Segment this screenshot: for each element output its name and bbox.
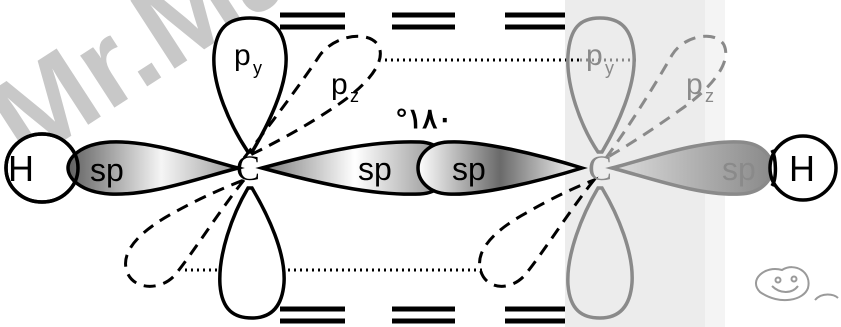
- right-h-label: H: [789, 148, 815, 189]
- right-h-sp-label: sp: [722, 151, 756, 187]
- right-pz-label: p: [686, 68, 703, 101]
- left-c-label: C: [236, 148, 260, 188]
- left-py-bottom-lobe: [218, 186, 286, 320]
- left-py-top-lobe: [212, 16, 288, 154]
- right-py-label: p: [586, 39, 603, 72]
- left-c-sp-label: sp: [358, 151, 392, 187]
- left-pz-label: p: [331, 68, 348, 101]
- right-h-s-orbital: [768, 134, 838, 202]
- right-c-sp-bond-lobe: [416, 140, 588, 196]
- left-h-sp-label: sp: [90, 152, 124, 188]
- right-pz-upper-lobe: [604, 34, 728, 160]
- left-py-subscript: y: [253, 58, 262, 78]
- right-c-label: C: [588, 148, 612, 188]
- bottom-bond-lines: [280, 306, 565, 324]
- top-bond-lines: [280, 12, 565, 30]
- right-py-subscript: y: [605, 58, 614, 78]
- left-pz-subscript: z: [350, 86, 359, 106]
- left-h-label: H: [8, 148, 34, 189]
- left-h-sp-lobe: [66, 140, 245, 196]
- bond-angle-label: °١٨٠: [396, 103, 452, 134]
- right-c-sp-label: sp: [452, 151, 486, 187]
- right-py-bottom-lobe: [566, 186, 634, 320]
- right-pz-subscript: z: [705, 86, 714, 106]
- left-py-label: p: [234, 39, 251, 72]
- right-py-top-lobe: [566, 16, 636, 154]
- cartoon-doodle-icon: [754, 266, 839, 302]
